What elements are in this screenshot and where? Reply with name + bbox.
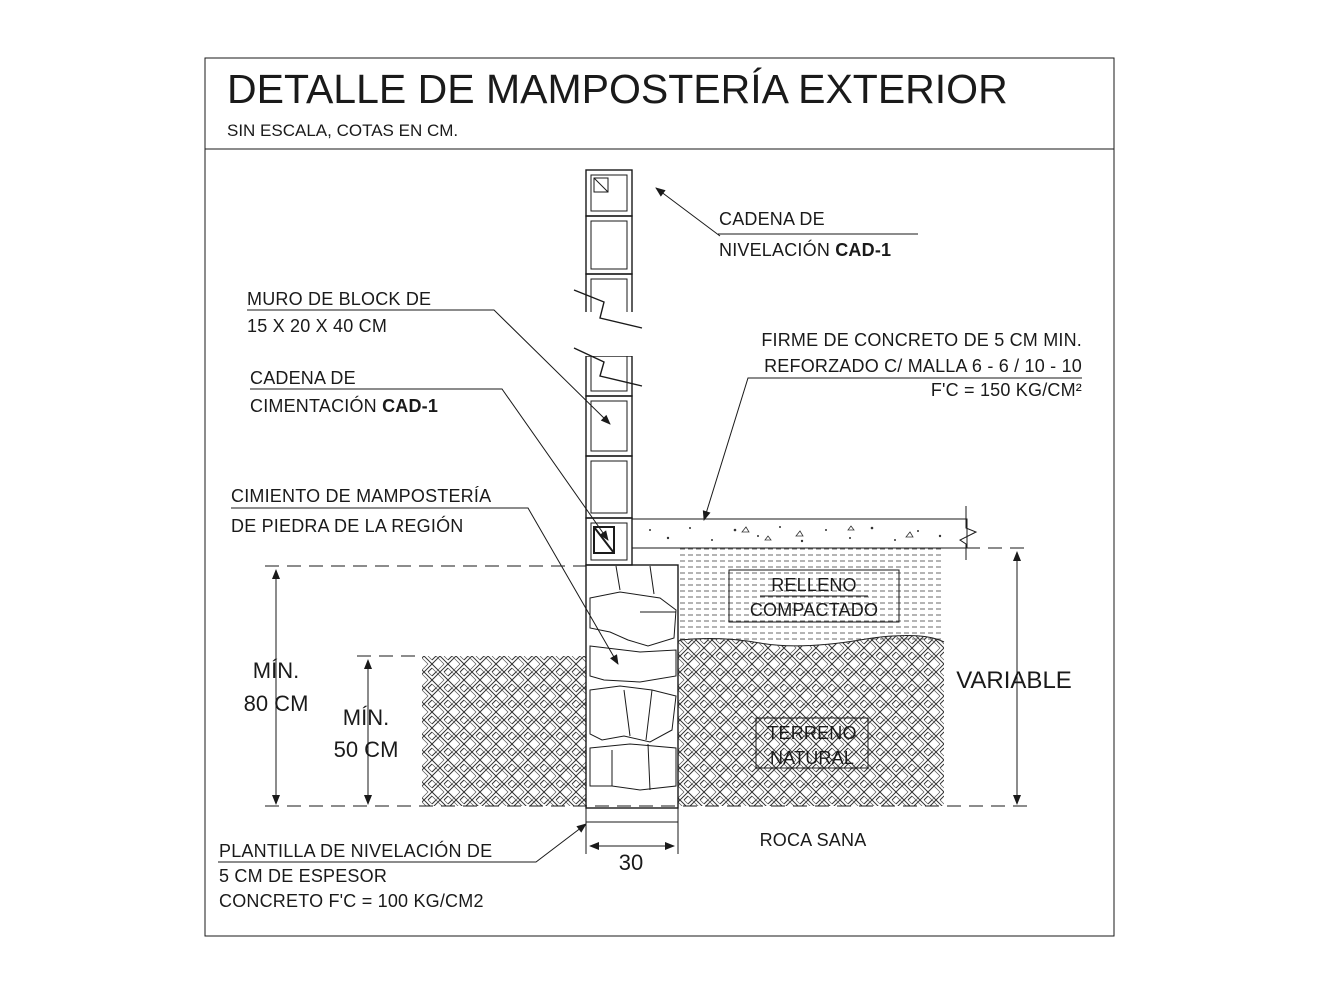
leveling-pad bbox=[585, 807, 679, 823]
min50-line2: 50 CM bbox=[334, 737, 399, 762]
page-subtitle: SIN ESCALA, COTAS EN CM. bbox=[227, 121, 458, 140]
plantilla-line3: CONCRETO F'C = 100 KG/CM2 bbox=[219, 891, 484, 911]
firme-line2: REFORZADO C/ MALLA 6 - 6 / 10 - 10 bbox=[764, 356, 1082, 376]
muro-line1: MURO DE BLOCK DE bbox=[247, 289, 431, 309]
slab-aggregate bbox=[649, 525, 942, 543]
leader-plantilla bbox=[218, 823, 587, 863]
page-title: DETALLE DE MAMPOSTERÍA EXTERIOR bbox=[227, 66, 1008, 112]
variable-label: VARIABLE bbox=[956, 667, 1072, 694]
leader-cimiento bbox=[231, 507, 619, 665]
terreno-line1: TERRENO bbox=[767, 723, 856, 743]
terreno-line2: NATURAL bbox=[770, 748, 854, 768]
plantilla-line1: PLANTILLA DE NIVELACIÓN DE bbox=[219, 840, 492, 861]
cadena-cimentacion-line2: CIMENTACIÓN CAD-1 bbox=[250, 395, 438, 416]
relleno-line2: COMPACTADO bbox=[750, 600, 878, 620]
cadena-nivelacion-line1: CADENA DE bbox=[719, 209, 825, 229]
compacted-fill-area bbox=[678, 548, 944, 642]
cimiento-line1: CIMIENTO DE MAMPOSTERÍA bbox=[231, 486, 491, 506]
firme-line1: FIRME DE CONCRETO DE 5 CM MIN. bbox=[761, 330, 1082, 350]
cadena-cimentacion-line1: CADENA DE bbox=[250, 368, 356, 388]
firme-line3: F'C = 150 KG/CM² bbox=[931, 380, 1082, 400]
slab-break-symbol bbox=[959, 506, 978, 560]
cimiento-line2: DE PIEDRA DE LA REGIÓN bbox=[231, 515, 463, 536]
terreno-label-box bbox=[755, 717, 869, 769]
roca-label: ROCA SANA bbox=[760, 830, 867, 850]
leader-firme bbox=[702, 377, 1082, 521]
leader-cadena-nivelacion bbox=[655, 187, 721, 237]
block-wall bbox=[573, 169, 644, 566]
concrete-slab bbox=[631, 518, 968, 549]
drawing-frame bbox=[204, 57, 1115, 937]
width-dim-label: 30 bbox=[619, 850, 643, 875]
min80-line1: MÍN. bbox=[253, 658, 299, 683]
natural-terrain-left bbox=[422, 656, 586, 806]
natural-terrain-right bbox=[678, 635, 944, 806]
cadena-nivelacion-line2: NIVELACIÓN CAD-1 bbox=[719, 239, 891, 260]
leader-muro bbox=[247, 309, 611, 425]
relleno-line1: RELLENO bbox=[771, 575, 856, 595]
leader-cadena-cimentacion bbox=[250, 388, 609, 541]
relleno-label-box bbox=[728, 569, 900, 623]
plantilla-line2: 5 CM DE ESPESOR bbox=[219, 866, 387, 886]
min50-line1: MÍN. bbox=[343, 705, 389, 730]
muro-line2: 15 X 20 X 40 CM bbox=[247, 316, 387, 336]
stone-foundation bbox=[585, 564, 679, 809]
min80-line2: 80 CM bbox=[244, 691, 309, 716]
